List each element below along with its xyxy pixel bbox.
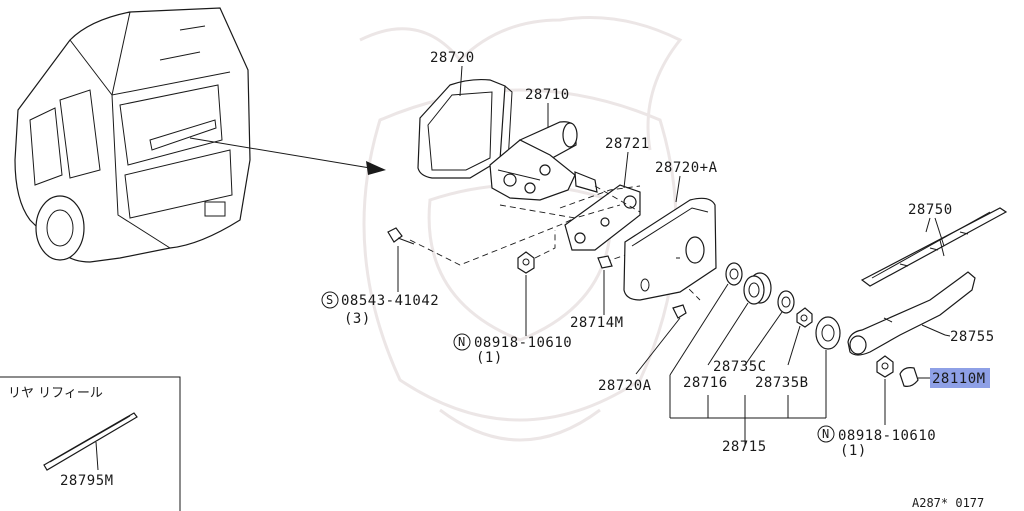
inset-rear-refill: リヤ リフィール 28795M — [0, 376, 181, 511]
callout-nut-right-qty: (1) — [840, 443, 867, 459]
part-28720A-grommet[interactable] — [635, 304, 687, 375]
label-leaders — [459, 65, 951, 337]
part-28750-wiper-blade[interactable] — [860, 207, 1008, 287]
callout-nut-right-code: 08918-10610 — [838, 428, 936, 444]
seal-group-leaders — [669, 283, 827, 445]
label-28714M: 28714M — [570, 315, 624, 331]
part-labels: 28720 28710 28721 28720+A 28750 28755 28… — [430, 50, 995, 455]
vehicle-rear-illustration — [14, 7, 251, 263]
label-28721: 28721 — [605, 136, 650, 152]
callout-nut-right: N 08918-10610 (1) — [817, 425, 936, 459]
watermark-crest — [359, 16, 683, 442]
part-washer-ring[interactable] — [725, 262, 743, 286]
label-28716: 28716 — [683, 375, 728, 391]
bolt-08543-41042[interactable] — [387, 227, 415, 292]
label-28795M: 28795M — [60, 473, 114, 489]
part-cap-ring[interactable] — [815, 316, 841, 350]
label-28750: 28750 — [908, 202, 953, 218]
part-28714M[interactable] — [597, 255, 613, 315]
callout-nut-left: N 08918-10610 (1) — [453, 333, 572, 366]
label-28720-plus-a: 28720+A — [655, 160, 718, 176]
part-28716-seal[interactable] — [743, 272, 772, 305]
label-28710: 28710 — [525, 87, 570, 103]
label-28720A: 28720A — [598, 378, 652, 394]
part-28735C-washer[interactable] — [777, 290, 795, 314]
label-28720: 28720 — [430, 50, 475, 66]
highlighted-part-28110M[interactable]: 28110M — [930, 368, 990, 388]
inset-title: リヤ リフィール — [8, 386, 103, 401]
label-28755: 28755 — [950, 329, 995, 345]
highlight-box — [930, 368, 990, 388]
label-28735C: 28735C — [713, 359, 767, 375]
callout-nut-right-prefix: N — [822, 427, 829, 441]
drawing-code: A287* 0177 — [912, 496, 984, 510]
callout-nut-left-code: 08918-10610 — [474, 335, 572, 351]
label-28715: 28715 — [722, 439, 767, 455]
nut-08918-10610-right[interactable] — [876, 355, 894, 425]
callout-nut-left-prefix: N — [458, 335, 465, 349]
callout-bolt-code: 08543-41042 — [341, 293, 439, 309]
label-28735B: 28735B — [755, 375, 809, 391]
nut-08918-10610-left[interactable] — [517, 251, 535, 336]
part-28110M-cap[interactable] — [899, 367, 930, 387]
label-28110M: 28110M — [932, 371, 986, 387]
callout-bolt-qty: (3) — [344, 311, 371, 327]
part-28755-wiper-arm[interactable] — [847, 271, 976, 356]
part-28735B-spacer[interactable] — [796, 307, 813, 328]
refill-strip[interactable] — [43, 412, 138, 471]
callout-nut-left-qty: (1) — [476, 350, 503, 366]
part-28710-motor[interactable] — [489, 121, 598, 201]
callout-bolt: S 08543-41042 (3) — [321, 291, 439, 327]
pointer-arrow — [189, 137, 386, 175]
part-28720-plus-a-cover[interactable] — [623, 197, 717, 301]
callout-bolt-prefix: S — [326, 293, 333, 307]
